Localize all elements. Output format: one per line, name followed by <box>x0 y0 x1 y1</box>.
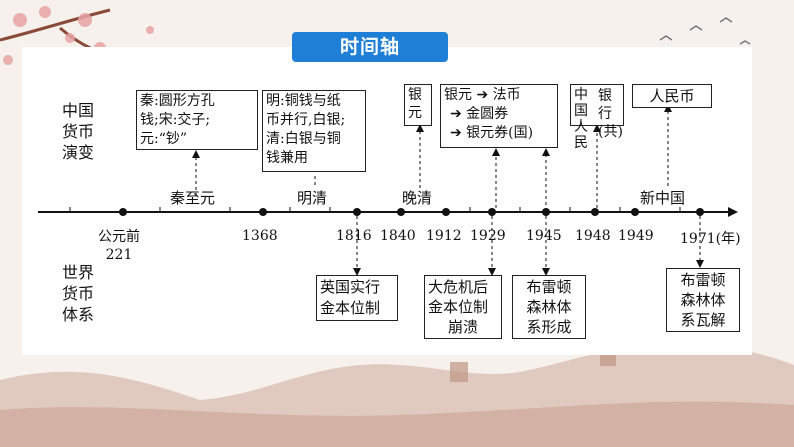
row-label-china: 中国货币演变 <box>62 101 95 162</box>
box-fabi: 银元 ➔ 法币 ➔ 金圆券 ➔ 银元券(国) <box>440 84 558 148</box>
year-1929: 1929 <box>470 228 506 244</box>
point-1840 <box>397 208 405 216</box>
year-1945: 1945 <box>526 228 562 244</box>
box-ming-qing: 明:铜钱与纸币并行,白银; 清:白银与铜钱兼用 <box>262 90 366 172</box>
row-label-world: 世界货币体系 <box>62 263 95 324</box>
point-1368 <box>259 208 267 216</box>
year-1912: 1912 <box>426 228 462 244</box>
box-dawei: 大危机后金本位制 崩溃 <box>424 275 502 339</box>
point-1949 <box>631 208 639 216</box>
year-1971: 1971(年) <box>680 231 741 247</box>
era-mingqing: 明清 <box>297 189 328 207</box>
era-xinzhongguo: 新中国 <box>640 189 686 207</box>
point-1948 <box>591 208 599 216</box>
box-yinyuan: 银元 <box>404 84 432 126</box>
point-1945 <box>542 208 550 216</box>
year-1816: 1816 <box>336 228 372 244</box>
point-221bc <box>119 208 127 216</box>
box-qin-yuan: 秦:圆形方孔钱;宋:交子;元:“钞” <box>136 90 258 150</box>
box-bretton-collapse: 布雷顿 森林体 系瓦解 <box>666 268 740 332</box>
year-1368: 1368 <box>242 228 278 244</box>
axis-arrow <box>728 207 738 217</box>
point-1912 <box>442 208 450 216</box>
point-1929 <box>488 208 496 216</box>
year-1948: 1948 <box>575 228 611 244</box>
year-1949: 1949 <box>618 228 654 244</box>
box-renmin-yinhang: 中国人民 银行(共) <box>570 84 624 151</box>
point-1971 <box>696 208 704 216</box>
box-jinbenwei: 英国实行金本位制 <box>316 275 398 321</box>
era-qin: 秦至元 <box>170 189 216 207</box>
box-bretton-formed: 布雷顿 森林体 系形成 <box>512 275 586 339</box>
box-renminbi: 人民币 <box>632 84 712 108</box>
page-title: 时间轴 <box>292 32 448 62</box>
era-wanqing: 晚清 <box>402 189 433 207</box>
point-1816 <box>353 208 361 216</box>
year-1840: 1840 <box>380 228 416 244</box>
